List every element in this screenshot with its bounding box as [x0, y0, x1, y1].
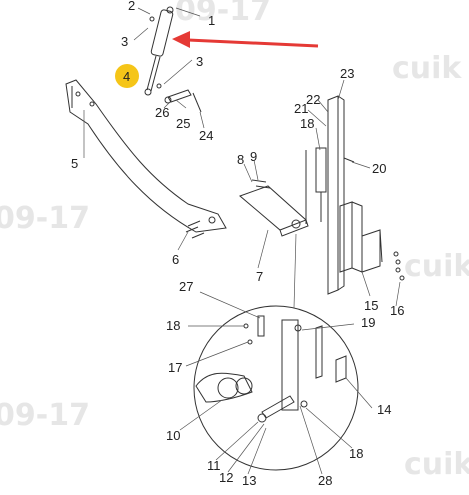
callout-13: 13	[242, 473, 256, 488]
watermark: 09-17	[175, 0, 271, 28]
pointer-arrow	[172, 31, 319, 48]
callout-7: 7	[256, 269, 263, 284]
mounting-block	[339, 201, 405, 281]
callout-2: 2	[128, 0, 135, 13]
watermark: 09-17	[0, 398, 90, 433]
callout-28: 28	[318, 473, 332, 488]
callout-8: 8	[237, 152, 244, 167]
callout-27: 27	[179, 279, 193, 294]
highlight-badge	[115, 64, 139, 88]
watermark-layer: 09-17 cuik 09-17 cuik 09-17 cuik	[0, 0, 469, 482]
callout-25: 25	[176, 116, 190, 131]
curved-arm	[65, 79, 227, 239]
callout-16: 16	[390, 303, 404, 318]
callout-15: 15	[364, 298, 378, 313]
callout-3: 3	[121, 34, 128, 49]
callout-23: 23	[340, 66, 354, 81]
callout-24: 24	[199, 128, 213, 143]
callout-21: 21	[294, 101, 308, 116]
vertical-post	[305, 95, 355, 295]
callout-14: 14	[377, 402, 391, 417]
watermark: cuik	[392, 51, 462, 86]
watermark: cuik	[404, 447, 469, 482]
pin-assembly	[164, 89, 202, 113]
watermark: 09-17	[0, 201, 90, 236]
callout-18: 18	[349, 446, 363, 461]
callout-10: 10	[166, 428, 180, 443]
callout-20: 20	[372, 161, 386, 176]
gas-spring	[144, 6, 174, 96]
callout-6: 6	[172, 252, 179, 267]
detail-view	[193, 233, 359, 471]
callout-26: 26	[155, 105, 169, 120]
callout-18: 18	[166, 318, 180, 333]
callout-4: 4	[123, 69, 130, 84]
callout-22: 22	[306, 92, 320, 107]
leader-lines	[83, 7, 401, 475]
cross-beam	[239, 179, 309, 237]
callout-5: 5	[71, 156, 78, 171]
callout-3: 3	[196, 54, 203, 69]
callout-19: 19	[361, 315, 375, 330]
callout-18: 18	[300, 116, 314, 131]
watermark: cuik	[404, 249, 469, 284]
callout-1: 1	[208, 13, 215, 28]
callout-17: 17	[168, 360, 182, 375]
callout-labels: 1 2 3 3 4 5 6 7 8 9 10 11 12 13 14 15 16…	[71, 0, 404, 488]
callout-12: 12	[219, 470, 233, 485]
callout-11: 11	[207, 458, 221, 473]
callout-9: 9	[250, 149, 257, 164]
